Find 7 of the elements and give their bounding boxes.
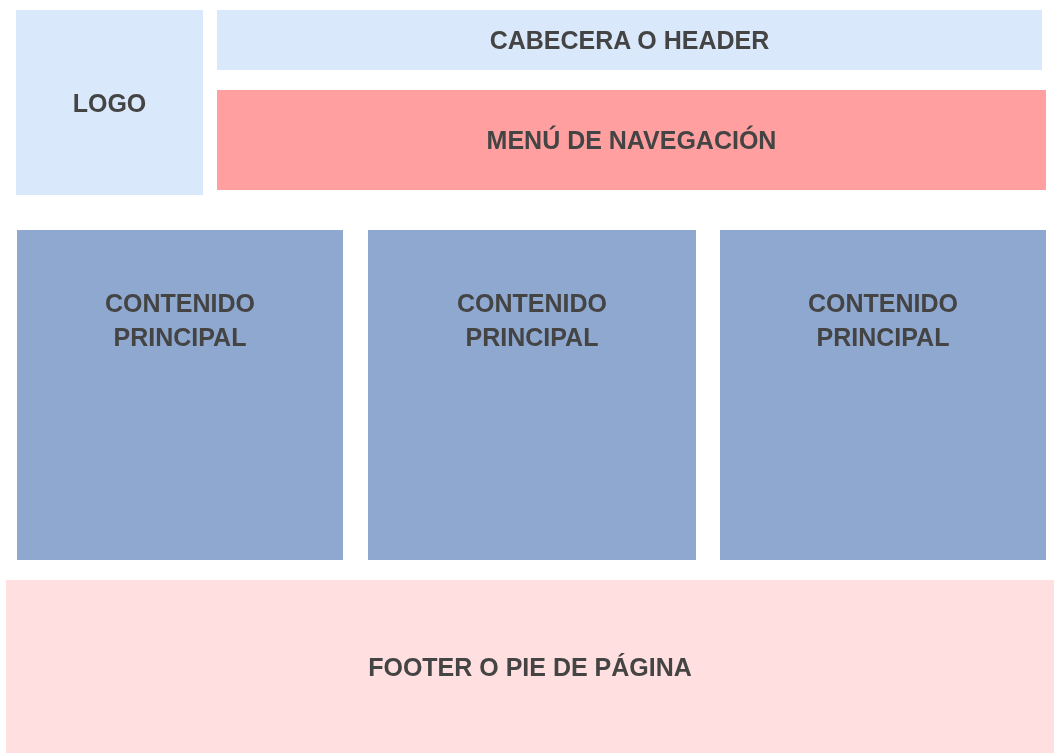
navigation-menu-bar: MENÚ DE NAVEGACIÓN	[217, 90, 1046, 190]
content-column: CONTENIDO PRINCIPAL	[17, 230, 343, 560]
header-bar: CABECERA O HEADER	[217, 10, 1042, 70]
content-column: CONTENIDO PRINCIPAL	[720, 230, 1046, 560]
content-column: CONTENIDO PRINCIPAL	[368, 230, 696, 560]
corner-panel: LOGO	[16, 10, 203, 195]
footer-bar: FOOTER O PIE DE PÁGINA	[6, 580, 1054, 753]
